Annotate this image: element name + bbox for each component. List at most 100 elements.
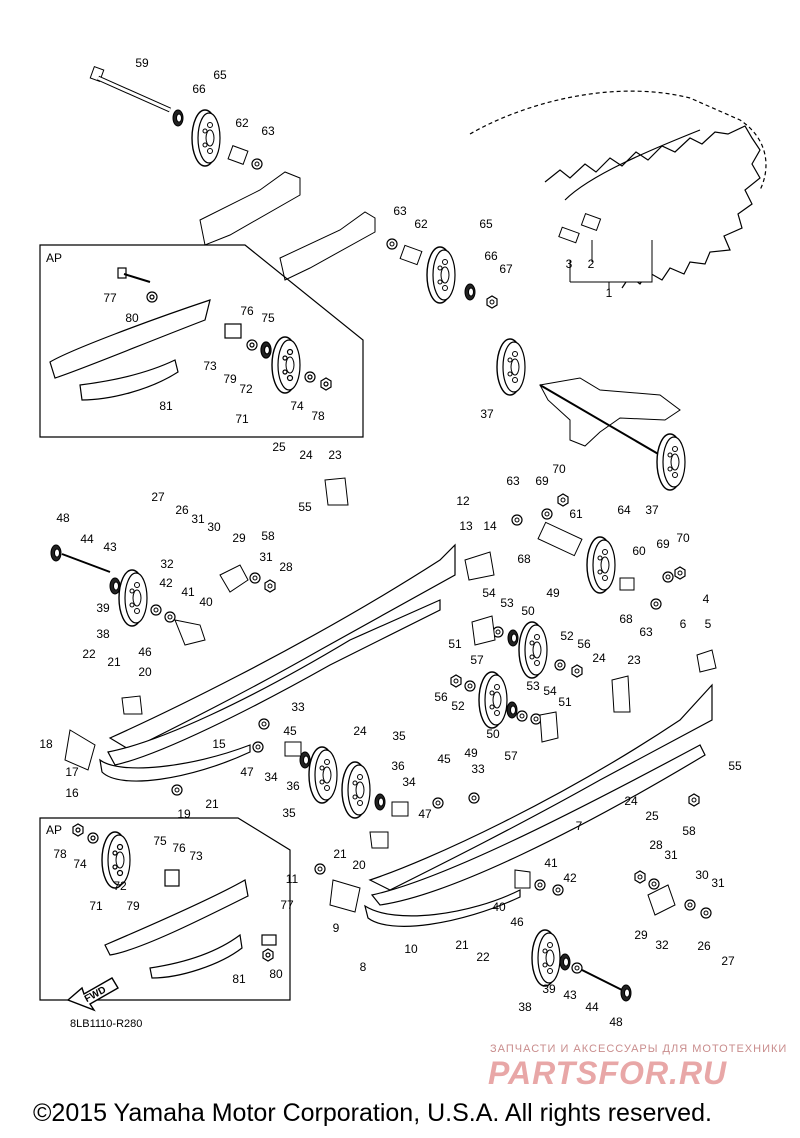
part-callout-36: 36	[286, 779, 300, 793]
part-callout-71: 71	[235, 412, 249, 426]
part-callout-55: 55	[728, 759, 742, 773]
part-callout-24: 24	[353, 724, 367, 738]
part-callout-24: 24	[624, 794, 638, 808]
left-slide-rail	[99, 543, 456, 782]
part-callout-38: 38	[518, 1000, 532, 1014]
part-callout-12: 12	[456, 494, 470, 508]
inset-ap-bottom	[39, 817, 291, 1001]
part-callout-60: 60	[632, 544, 646, 558]
part-callout-44: 44	[585, 1000, 599, 1014]
fwd-label: FWD	[83, 985, 108, 1005]
part-callout-58: 58	[261, 529, 275, 543]
part-callout-75: 75	[261, 311, 275, 325]
part-callout-8: 8	[360, 960, 367, 974]
inset-label: AP	[46, 251, 62, 265]
part-callout-17: 17	[65, 765, 79, 779]
part-callout-72: 72	[113, 879, 127, 893]
rear-arm-assembly	[496, 338, 686, 491]
idler-wheels	[50, 477, 717, 1002]
inset-ap-top	[39, 244, 364, 438]
track-clip	[558, 212, 653, 290]
part-callout-26: 26	[697, 939, 711, 953]
part-callout-39: 39	[96, 601, 110, 615]
part-callout-7: 7	[576, 819, 583, 833]
part-callout-63: 63	[506, 474, 520, 488]
part-callout-62: 62	[235, 116, 249, 130]
part-callout-53: 53	[500, 596, 514, 610]
part-callout-73: 73	[189, 849, 203, 863]
part-callout-37: 37	[645, 503, 659, 517]
part-callout-56: 56	[434, 690, 448, 704]
watermark-logo: PARTSFOR.RU	[488, 1055, 728, 1091]
part-callout-47: 47	[418, 807, 432, 821]
part-callout-38: 38	[96, 627, 110, 641]
part-callout-39: 39	[542, 982, 556, 996]
part-callout-28: 28	[649, 838, 663, 852]
part-callout-54: 54	[543, 684, 557, 698]
part-callout-58: 58	[682, 824, 696, 838]
part-callout-40: 40	[199, 595, 213, 609]
inset-label-bottom: AP	[46, 823, 62, 837]
right-slide-rail	[364, 683, 713, 927]
part-callout-56: 56	[577, 637, 591, 651]
part-callout-32: 32	[655, 938, 669, 952]
part-callout-45: 45	[437, 752, 451, 766]
part-callout-6: 6	[680, 617, 687, 631]
drawing-code: 8LB1110-R280	[70, 1018, 143, 1030]
front-axle-assembly	[89, 66, 498, 309]
part-callout-63: 63	[261, 124, 275, 138]
part-callout-31: 31	[664, 848, 678, 862]
part-callout-29: 29	[634, 928, 648, 942]
part-callout-46: 46	[510, 915, 524, 929]
part-callout-61: 61	[569, 507, 583, 521]
part-callout-18: 18	[39, 737, 53, 751]
part-callout-40: 40	[492, 900, 506, 914]
part-callout-37: 37	[480, 407, 494, 421]
part-callout-21: 21	[333, 847, 347, 861]
part-callout-46: 46	[138, 645, 152, 659]
part-callout-15: 15	[212, 737, 226, 751]
watermark-tagline: ЗАПЧАСТИ И АКСЕССУАРЫ ДЛЯ МОТОТЕХНИКИ	[490, 1043, 788, 1055]
part-callout-76: 76	[240, 304, 254, 318]
part-callout-71: 71	[89, 899, 103, 913]
part-callout-43: 43	[563, 988, 577, 1002]
part-callout-36: 36	[391, 759, 405, 773]
part-callout-25: 25	[272, 440, 286, 454]
part-callout-50: 50	[486, 727, 500, 741]
part-callout-47: 47	[240, 765, 254, 779]
part-callout-81: 81	[159, 399, 173, 413]
part-callout-81: 81	[232, 972, 246, 986]
part-callout-27: 27	[721, 954, 735, 968]
part-callout-78: 78	[53, 847, 67, 861]
part-callout-4: 4	[703, 592, 710, 606]
part-callout-65: 65	[213, 68, 227, 82]
part-callout-68: 68	[619, 612, 633, 626]
part-callout-44: 44	[80, 532, 94, 546]
part-callout-32: 32	[160, 557, 174, 571]
part-callout-53: 53	[526, 679, 540, 693]
part-callout-76: 76	[172, 841, 186, 855]
part-callout-5: 5	[705, 617, 712, 631]
part-callout-20: 20	[352, 858, 366, 872]
part-callout-35: 35	[392, 729, 406, 743]
part-callout-27: 27	[151, 490, 165, 504]
part-callout-31: 31	[259, 550, 273, 564]
part-callout-77: 77	[280, 898, 294, 912]
part-callout-42: 42	[159, 576, 173, 590]
forward-arrow-icon: FWD	[66, 977, 119, 1012]
part-callout-63: 63	[639, 625, 653, 639]
part-callout-31: 31	[711, 876, 725, 890]
part-callout-33: 33	[471, 762, 485, 776]
part-callout-62: 62	[414, 217, 428, 231]
part-callout-72: 72	[239, 382, 253, 396]
part-callout-66: 66	[192, 82, 206, 96]
part-callout-25: 25	[645, 809, 659, 823]
part-callout-26: 26	[175, 503, 189, 517]
part-callout-65: 65	[479, 217, 493, 231]
part-callout-41: 41	[544, 856, 558, 870]
part-callout-30: 30	[695, 868, 709, 882]
part-callout-57: 57	[470, 653, 484, 667]
part-callout-79: 79	[223, 372, 237, 386]
part-callout-64: 64	[617, 503, 631, 517]
